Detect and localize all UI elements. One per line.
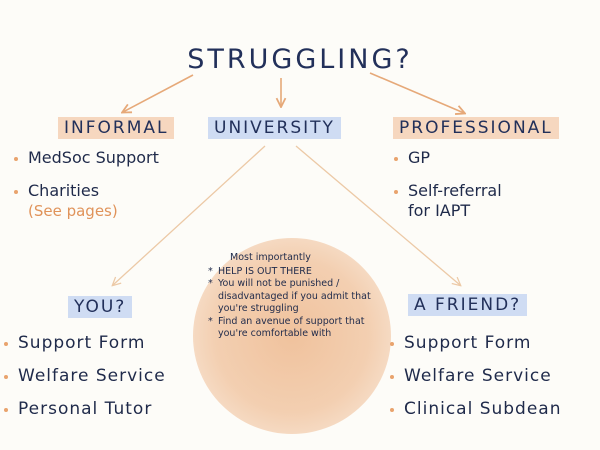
arrow-to-professional (369, 72, 464, 113)
arrow-to-friend (295, 145, 460, 285)
informal-item: MedSoc Support (14, 148, 159, 168)
center-message: Most importantly HELP IS OUT THERE You w… (208, 252, 378, 341)
informal-list: MedSoc Support Charities(See pages) (14, 148, 159, 234)
center-points: HELP IS OUT THERE You will not be punish… (208, 266, 378, 341)
professional-item: Self-referral for IAPT (394, 181, 528, 221)
center-point: HELP IS OUT THERE (208, 266, 378, 279)
professional-item: GP (394, 148, 544, 168)
arrow-to-informal (123, 74, 194, 112)
professional-list: GP Self-referral for IAPT (394, 148, 544, 234)
friend-label: A FRIEND? (408, 294, 528, 316)
friend-item: Clinical Subdean (390, 399, 562, 419)
you-item: Support Form (4, 333, 166, 353)
informal-note: (See pages) (28, 202, 118, 220)
informal-label: INFORMAL (58, 117, 175, 139)
friend-item: Support Form (390, 333, 562, 353)
you-list: Support Form Welfare Service Personal Tu… (4, 333, 166, 432)
professional-label: PROFESSIONAL (393, 117, 559, 139)
center-point: Find an avenue of support that you're co… (208, 316, 378, 341)
center-point: You will not be punished / disadvantaged… (208, 278, 378, 316)
friend-list: Support Form Welfare Service Clinical Su… (390, 333, 562, 432)
you-item: Personal Tutor (4, 399, 166, 419)
arrow-to-you (113, 145, 266, 285)
you-item: Welfare Service (4, 366, 166, 386)
center-lead: Most importantly (230, 252, 311, 263)
informal-item: Charities(See pages) (14, 181, 159, 221)
diagram-title: STRUGGLING? (187, 44, 413, 75)
university-label: UNIVERSITY (208, 117, 341, 139)
you-label: YOU? (68, 296, 133, 318)
friend-item: Welfare Service (390, 366, 562, 386)
